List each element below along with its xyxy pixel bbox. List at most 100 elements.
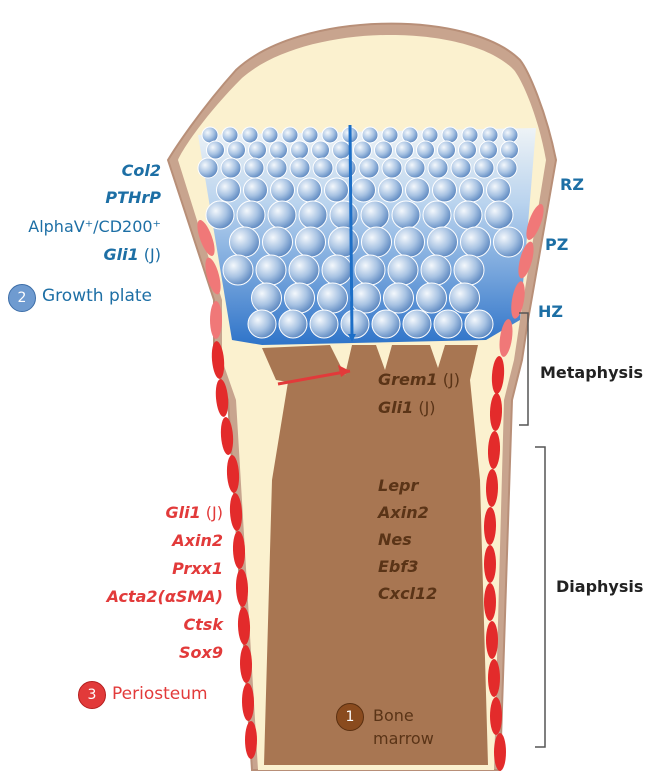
peri-marker-ctsk: Ctsk: [183, 615, 223, 634]
chondrocyte: [453, 200, 483, 230]
chondrocyte: [321, 254, 353, 286]
periosteum-cell: [484, 545, 496, 583]
chondrocyte: [216, 177, 241, 203]
periosteum-cells-left: [197, 220, 257, 759]
chondrocyte: [383, 282, 414, 314]
periosteum-cell: [210, 301, 222, 339]
peri-marker-sox9: Sox9: [179, 643, 223, 662]
marrow-marker-lepr: Lepr: [378, 476, 419, 495]
chondrocyte: [402, 309, 432, 339]
chondrocyte: [493, 226, 524, 258]
chondrocyte: [241, 126, 259, 144]
periosteum-cell: [486, 621, 498, 659]
chondrocyte: [269, 140, 288, 160]
periosteum-cell: [241, 683, 255, 721]
chondrocyte: [432, 177, 457, 203]
chondrocyte: [289, 157, 311, 179]
chondrocyte: [278, 309, 308, 339]
chondrocyte: [288, 254, 320, 286]
periosteum-cell: [488, 659, 500, 697]
periosteum-cell: [499, 319, 513, 357]
periosteum-cell: [483, 507, 497, 545]
chondrocyte: [464, 309, 494, 339]
chondrocyte: [459, 177, 484, 203]
chondrocyte: [437, 140, 456, 160]
chondrocyte: [205, 200, 235, 230]
chondrocyte: [332, 140, 351, 160]
peri-marker-gli1: Gli1 (J): [165, 503, 223, 522]
chondrocyte: [266, 157, 288, 179]
chondrocyte: [381, 157, 403, 179]
chondrocyte: [378, 177, 403, 203]
metaphysis-arrow: [277, 369, 351, 386]
chondrocyte: [311, 140, 330, 160]
chondrocyte: [350, 282, 381, 314]
periosteum-cell: [226, 455, 240, 493]
chondrocyte: [453, 254, 485, 286]
chondrocyte: [329, 200, 359, 230]
periosteum-cell: [220, 417, 234, 455]
periosteum-cell: [232, 531, 246, 569]
chondrocyte: [391, 200, 421, 230]
chondrocyte: [361, 126, 379, 144]
chondrocyte: [486, 177, 511, 203]
chondrocyte: [267, 200, 297, 230]
periosteum-cell: [518, 241, 534, 279]
chondrocyte: [484, 200, 514, 230]
chondrocyte: [450, 157, 472, 179]
chondrocyte: [243, 157, 265, 179]
chondrocyte: [317, 282, 348, 314]
chondrocyte: [404, 157, 426, 179]
periosteum-cell: [526, 204, 544, 240]
chondrocyte: [312, 157, 334, 179]
gp-marker-pthrp: PTHrP: [105, 188, 161, 207]
chondrocyte: [248, 140, 267, 160]
bone-marrow-title-1: Bone: [373, 706, 414, 725]
meta-marker-gli1: Gli1 (J): [378, 398, 436, 417]
chondrocyte: [298, 200, 328, 230]
periosteum-cell: [229, 493, 243, 531]
chondrocyte: [221, 126, 239, 144]
marrow-marker-ebf3: Ebf3: [378, 557, 419, 576]
chondrocyte: [387, 254, 419, 286]
chondrocyte: [394, 226, 425, 258]
chondrocyte: [353, 140, 372, 160]
periosteum-cell: [237, 607, 251, 645]
chondrocyte: [251, 282, 282, 314]
periosteum-cell: [489, 393, 503, 431]
chondrocyte: [422, 200, 452, 230]
periosteum-cell: [484, 583, 496, 621]
meta-marker-grem1: Grem1 (J): [378, 370, 460, 389]
chondrocyte: [427, 157, 449, 179]
gp-marker-alphav: AlphaV⁺/CD200⁺: [28, 217, 161, 236]
chondrocyte: [324, 177, 349, 203]
gp-marker-col2: Col2: [121, 161, 161, 180]
chondrocyte: [405, 177, 430, 203]
periosteum-cell: [239, 645, 253, 683]
chondrocyte: [290, 140, 309, 160]
growth-arrow: [347, 124, 356, 342]
peri-marker-axin2: Axin2: [172, 531, 223, 550]
marrow-marker-cxcl12: Cxcl12: [378, 584, 438, 603]
chondrocyte: [261, 126, 279, 144]
periosteum-title: Periosteum: [112, 684, 208, 704]
chondrocyte: [441, 126, 459, 144]
chondrocyte: [295, 226, 326, 258]
chondrocyte: [371, 309, 401, 339]
marrow-marker-nes: Nes: [378, 530, 412, 549]
chondrocyte: [206, 140, 225, 160]
gp-marker-gli1: Gli1 (J): [103, 245, 161, 264]
chondrocyte: [281, 126, 299, 144]
chondrocyte: [229, 226, 260, 258]
periosteum-cell: [490, 697, 502, 735]
chondrocyte: [358, 157, 380, 179]
chondrocyte: [335, 157, 357, 179]
chondrocyte: [381, 126, 399, 144]
periosteum-cell: [487, 431, 501, 469]
chondrocyte: [479, 140, 498, 160]
chondrocyte: [227, 140, 246, 160]
chondrocyte-cells: [197, 126, 524, 339]
chondrocyte: [351, 177, 376, 203]
